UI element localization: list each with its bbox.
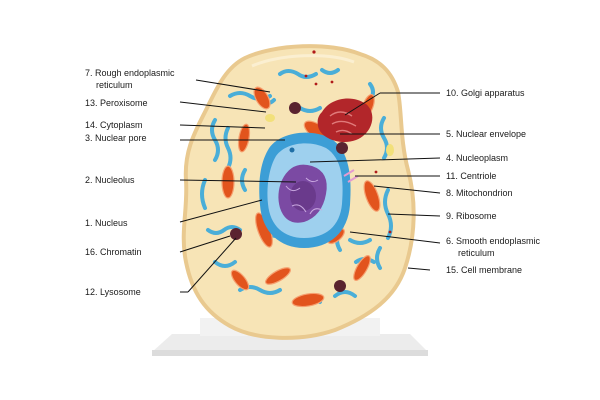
label-nucleolus: 2. Nucleolus	[85, 175, 135, 185]
label-centriole: 11. Centriole	[446, 171, 496, 181]
peroxisome	[265, 114, 275, 122]
label-smooth-er-2: reticulum	[458, 248, 495, 258]
leader-lines	[179, 79, 441, 293]
label-cell-membrane: 15. Cell membrane	[446, 265, 522, 275]
centriole	[343, 169, 359, 183]
label-smooth-er: 6. Smooth endoplasmic	[446, 236, 541, 246]
label-nucleoplasm: 4. Nucleoplasm	[446, 153, 508, 163]
label-ribosome: 9. Ribosome	[446, 211, 497, 221]
nucleolus	[290, 181, 316, 211]
ribosomes	[304, 50, 392, 234]
label-lysosome: 12. Lysosome	[85, 287, 141, 297]
lysosomes	[230, 102, 348, 292]
label-nucleus: 1. Nucleus	[85, 218, 128, 228]
label-rough-er-2: reticulum	[96, 80, 133, 90]
label-rough-er: 7. Rough endoplasmic	[85, 68, 175, 78]
label-cytoplasm: 14. Cytoplasm	[85, 120, 143, 130]
label-mitochondrion: 8. Mitochondrion	[446, 188, 513, 198]
peroxisome-2	[386, 144, 394, 156]
golgi-apparatus	[317, 98, 373, 143]
label-golgi: 10. Golgi apparatus	[446, 88, 525, 98]
label-peroxisome: 13. Peroxisome	[85, 98, 148, 108]
nuclear-pore	[289, 147, 295, 153]
label-nuclear-pore: 3. Nuclear pore	[85, 133, 147, 143]
label-chromatin: 16. Chromatin	[85, 247, 142, 257]
label-nuclear-envelope: 5. Nuclear envelope	[446, 129, 526, 139]
